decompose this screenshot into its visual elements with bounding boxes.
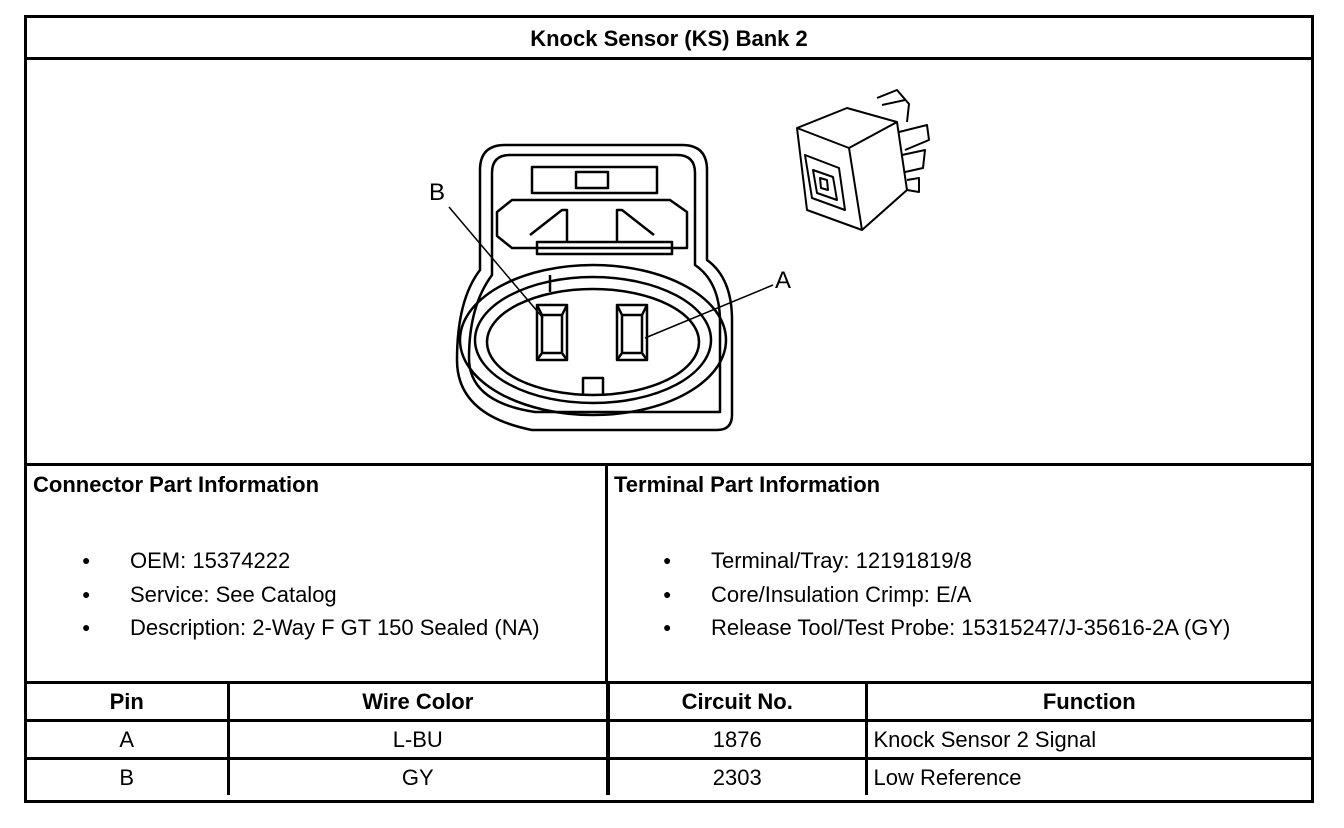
terminal-cavity-a <box>615 303 649 362</box>
leader-line-a <box>644 284 774 339</box>
polarization-key <box>581 376 605 396</box>
connector-drawing-area: B A <box>27 60 1311 463</box>
pin-label-a: A <box>775 267 791 294</box>
header-function: Function <box>864 681 1311 722</box>
connector-info-item: Service: See Catalog <box>27 578 540 612</box>
cell-circuit-no: 2303 <box>606 757 868 795</box>
connector-info-list: OEM: 15374222 Service: See Catalog Descr… <box>27 544 540 645</box>
table-row: A L-BU 1876 Knock Sensor 2 Signal <box>27 719 1311 760</box>
connector-info-heading: Connector Part Information <box>33 472 320 497</box>
cell-pin: A <box>27 719 230 760</box>
header-circuit-no: Circuit No. <box>606 681 868 722</box>
cell-wire-color: L-BU <box>226 719 610 760</box>
terminal-info-item: Terminal/Tray: 12191819/8 <box>608 544 1230 578</box>
terminal-info-list: Terminal/Tray: 12191819/8 Core/Insulatio… <box>608 544 1230 645</box>
cell-function: Knock Sensor 2 Signal <box>864 719 1311 760</box>
connector-sheet: Knock Sensor (KS) Bank 2 <box>24 15 1314 803</box>
pin-table-header-row: Pin Wire Color Circuit No. Function <box>27 681 1311 722</box>
connector-face-diagram: B A <box>429 89 930 432</box>
terminal-cavity-b <box>535 303 569 362</box>
sheet-title: Knock Sensor (KS) Bank 2 <box>27 18 1311 60</box>
connector-info-item: OEM: 15374222 <box>27 544 540 578</box>
connector-part-information: Connector Part Information OEM: 15374222… <box>27 463 608 681</box>
header-pin: Pin <box>27 681 230 722</box>
terminal-info-heading: Terminal Part Information <box>614 472 881 497</box>
terminal-part-information: Terminal Part Information Terminal/Tray:… <box>608 463 1311 681</box>
latch-arm-right <box>615 208 655 242</box>
cell-wire-color: GY <box>226 757 610 795</box>
cell-function: Low Reference <box>864 757 1311 795</box>
terminal-info-item: Core/Insulation Crimp: E/A <box>608 578 1230 612</box>
mating-seal-face <box>485 287 701 397</box>
pin-table: Pin Wire Color Circuit No. Function A L-… <box>27 681 1311 795</box>
latch-arm-left <box>529 208 569 242</box>
terminal-info-item: Release Tool/Test Probe: 15315247/J-3561… <box>608 611 1230 645</box>
connector-iso-view <box>796 89 930 231</box>
table-row: B GY 2303 Low Reference <box>27 757 1311 795</box>
connector-outer-body <box>455 143 734 432</box>
latch-slot <box>574 170 610 190</box>
cell-pin: B <box>27 757 230 795</box>
latch-top <box>530 165 659 195</box>
latch-ramp <box>495 198 689 250</box>
latch-bridge <box>535 240 674 256</box>
pin-label-b: B <box>429 179 445 206</box>
mating-seal-outer <box>458 263 728 417</box>
header-wire-color: Wire Color <box>226 681 610 722</box>
leader-line-b <box>448 206 544 319</box>
connector-inner-body <box>467 153 722 414</box>
connector-info-item: Description: 2-Way F GT 150 Sealed (NA) <box>27 611 540 645</box>
cell-circuit-no: 1876 <box>606 719 868 760</box>
mating-seal-inner <box>473 275 713 405</box>
